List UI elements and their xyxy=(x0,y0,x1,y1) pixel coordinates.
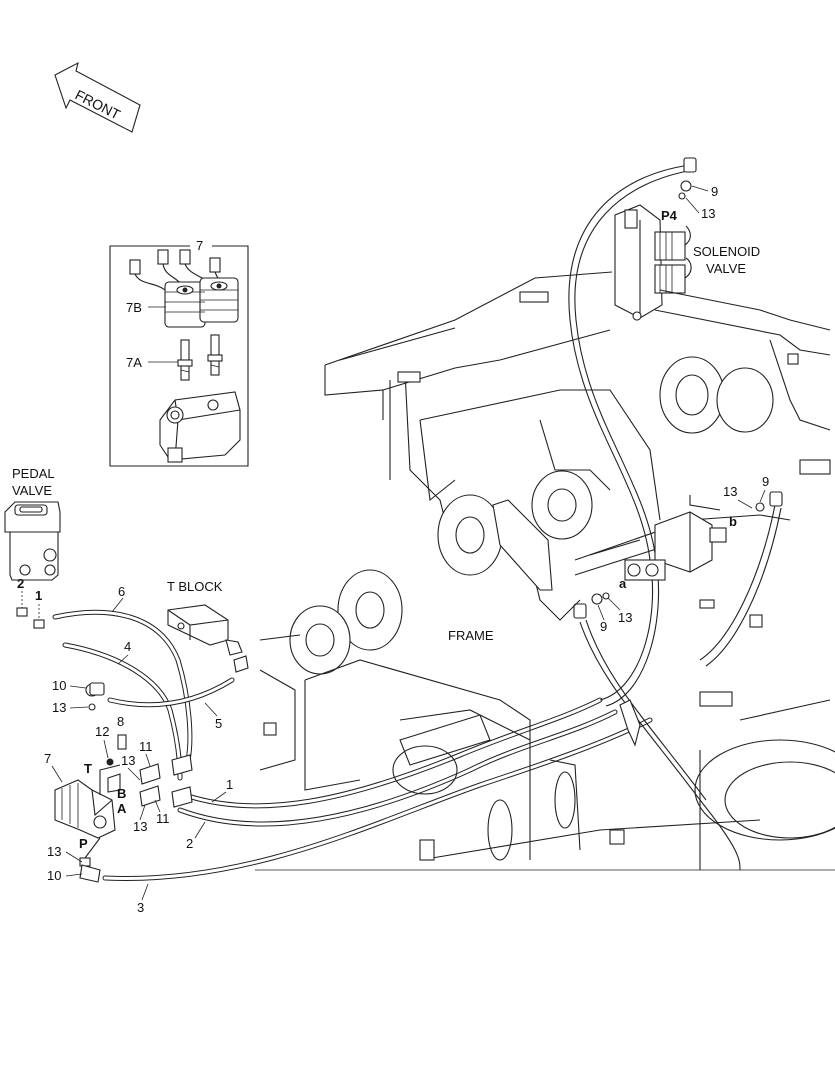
t-block: T BLOCK xyxy=(167,579,249,673)
callouts: 6 4 5 10 13 8 12 7 11 13 11 13 1 2 13 10… xyxy=(44,184,769,915)
port-A: A xyxy=(117,801,127,816)
port-a: a xyxy=(619,576,627,591)
label-7a: 7A xyxy=(126,355,142,370)
port-letters: T B A P a b xyxy=(79,514,737,851)
frame-structure xyxy=(255,271,835,871)
solenoid-coils-7b xyxy=(164,277,239,328)
valve-cartridges-7a xyxy=(177,334,223,381)
callout-13-right: 13 xyxy=(723,484,737,499)
pedal-valve: PEDAL VALVE 2 1 xyxy=(4,466,61,629)
port-b: b xyxy=(729,514,737,529)
pedal-port-1: 1 xyxy=(35,588,42,603)
fittings xyxy=(82,157,783,881)
callout-1: 1 xyxy=(226,777,233,792)
callout-4: 4 xyxy=(124,639,131,654)
callout-13-mid: 13 xyxy=(121,753,135,768)
callout-3: 3 xyxy=(137,900,144,915)
callout-9-right: 9 xyxy=(762,474,769,489)
callout-13-upper: 13 xyxy=(52,700,66,715)
callout-13-lower: 13 xyxy=(133,819,147,834)
port-T: T xyxy=(84,761,92,776)
callout-10-bottom: 10 xyxy=(47,868,61,883)
callout-13-bottom: 13 xyxy=(47,844,61,859)
callout-11-lower: 11 xyxy=(156,811,170,826)
front-arrow: FRONT xyxy=(54,61,141,133)
inset-box: 7 7B xyxy=(109,238,249,467)
callout-13-midright: 13 xyxy=(618,610,632,625)
pedal-port-2: 2 xyxy=(17,576,24,591)
callout-2: 2 xyxy=(186,836,193,851)
callout-13-top: 13 xyxy=(701,206,715,221)
callout-7-lower: 7 xyxy=(44,751,51,766)
solenoid-valve: SOLENOID VALVE P4 xyxy=(614,204,760,321)
callout-9-top: 9 xyxy=(711,184,718,199)
callout-5: 5 xyxy=(215,716,222,731)
port-p4: P4 xyxy=(661,208,678,223)
inset-number: 7 xyxy=(196,238,203,253)
hoses xyxy=(52,164,782,882)
frame-label: FRAME xyxy=(448,628,494,643)
t-block-label: T BLOCK xyxy=(167,579,223,594)
callout-10-upper: 10 xyxy=(52,678,66,693)
pilot-valve-assembly xyxy=(54,682,193,883)
callout-11-upper: 11 xyxy=(139,739,153,754)
callout-8: 8 xyxy=(117,714,124,729)
label-7b: 7B xyxy=(126,300,142,315)
valve-body xyxy=(159,391,241,463)
port-B: B xyxy=(117,786,126,801)
solenoid-valve-label-line1: SOLENOID xyxy=(693,244,760,259)
callout-12: 12 xyxy=(95,724,109,739)
pedal-valve-label-line1: PEDAL xyxy=(12,466,55,481)
callout-6: 6 xyxy=(118,584,125,599)
callout-9-mid: 9 xyxy=(600,619,607,634)
solenoid-valve-label-line2: VALVE xyxy=(706,261,746,276)
pedal-valve-label-line2: VALVE xyxy=(12,483,52,498)
port-P: P xyxy=(79,836,88,851)
